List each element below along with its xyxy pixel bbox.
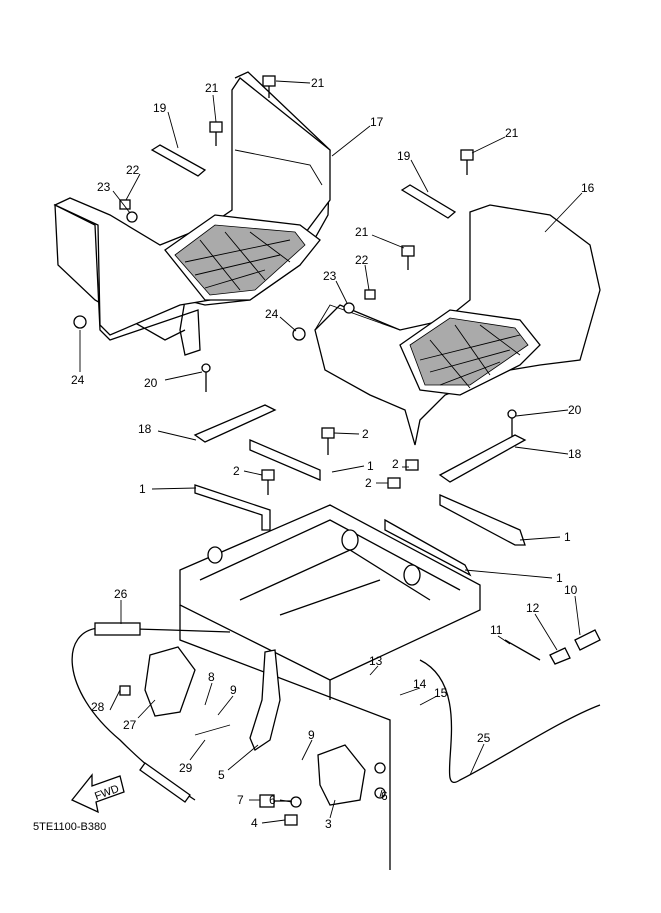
callout-2: 2 (365, 476, 372, 490)
callout-28: 28 (91, 700, 105, 714)
callout-24: 24 (71, 373, 85, 387)
callout-25: 25 (477, 731, 491, 745)
left-footrest-part-17 (53, 71, 331, 356)
callout-29: 29 (179, 761, 193, 775)
callout-13: 13 (369, 654, 383, 668)
callout-16: 16 (581, 181, 595, 195)
callout-21: 21 (311, 76, 325, 90)
callout-6: 6 (381, 789, 388, 803)
callout-2: 2 (233, 464, 240, 478)
callout-17: 17 (370, 115, 384, 129)
callout-21: 21 (205, 81, 219, 95)
leader-lines (79, 80, 583, 824)
stays-and-brackets (193, 404, 527, 577)
cables (71, 622, 601, 803)
callout-19: 19 (397, 149, 411, 163)
right-footrest-part-16 (314, 204, 601, 446)
callout-4: 4 (251, 816, 258, 830)
callout-1: 1 (556, 571, 563, 585)
frame (179, 504, 481, 870)
callout-15: 15 (434, 686, 448, 700)
callout-6: 6 (269, 793, 276, 807)
callout-21: 21 (505, 126, 519, 140)
callout-18: 18 (138, 422, 152, 436)
callout-2: 2 (362, 427, 369, 441)
callout-9: 9 (230, 683, 237, 697)
fasteners (73, 75, 517, 440)
callout-5: 5 (218, 768, 225, 782)
callout-20: 20 (144, 376, 158, 390)
callout-9: 9 (308, 728, 315, 742)
callout-11: 11 (490, 623, 503, 637)
callout-22: 22 (126, 163, 140, 177)
brake-pedal-assembly (119, 646, 386, 826)
callout-1: 1 (367, 459, 374, 473)
callout-1: 1 (564, 530, 571, 544)
callout-8: 8 (208, 670, 215, 684)
callout-12: 12 (526, 601, 540, 615)
callout-2: 2 (392, 457, 399, 471)
callout-19: 19 (153, 101, 167, 115)
callout-23: 23 (97, 180, 111, 194)
callout-23: 23 (323, 269, 337, 283)
callout-1: 1 (139, 482, 146, 496)
callout-7: 7 (237, 793, 244, 807)
callout-18: 18 (568, 447, 582, 461)
callout-14: 14 (413, 677, 427, 691)
callout-20: 20 (568, 403, 582, 417)
callout-22: 22 (355, 253, 369, 267)
callout-24: 24 (265, 307, 279, 321)
callout-3: 3 (325, 817, 332, 831)
callout-21: 21 (355, 225, 369, 239)
diagram-code: 5TE1100-B380 (33, 821, 106, 833)
callout-26: 26 (114, 587, 128, 601)
callout-10: 10 (564, 583, 578, 597)
callout-labels: 21 21 19 17 22 23 21 19 16 21 22 23 24 2… (33, 76, 595, 833)
fwd-arrow-icon: FWD (70, 773, 125, 814)
callout-27: 27 (123, 718, 137, 732)
